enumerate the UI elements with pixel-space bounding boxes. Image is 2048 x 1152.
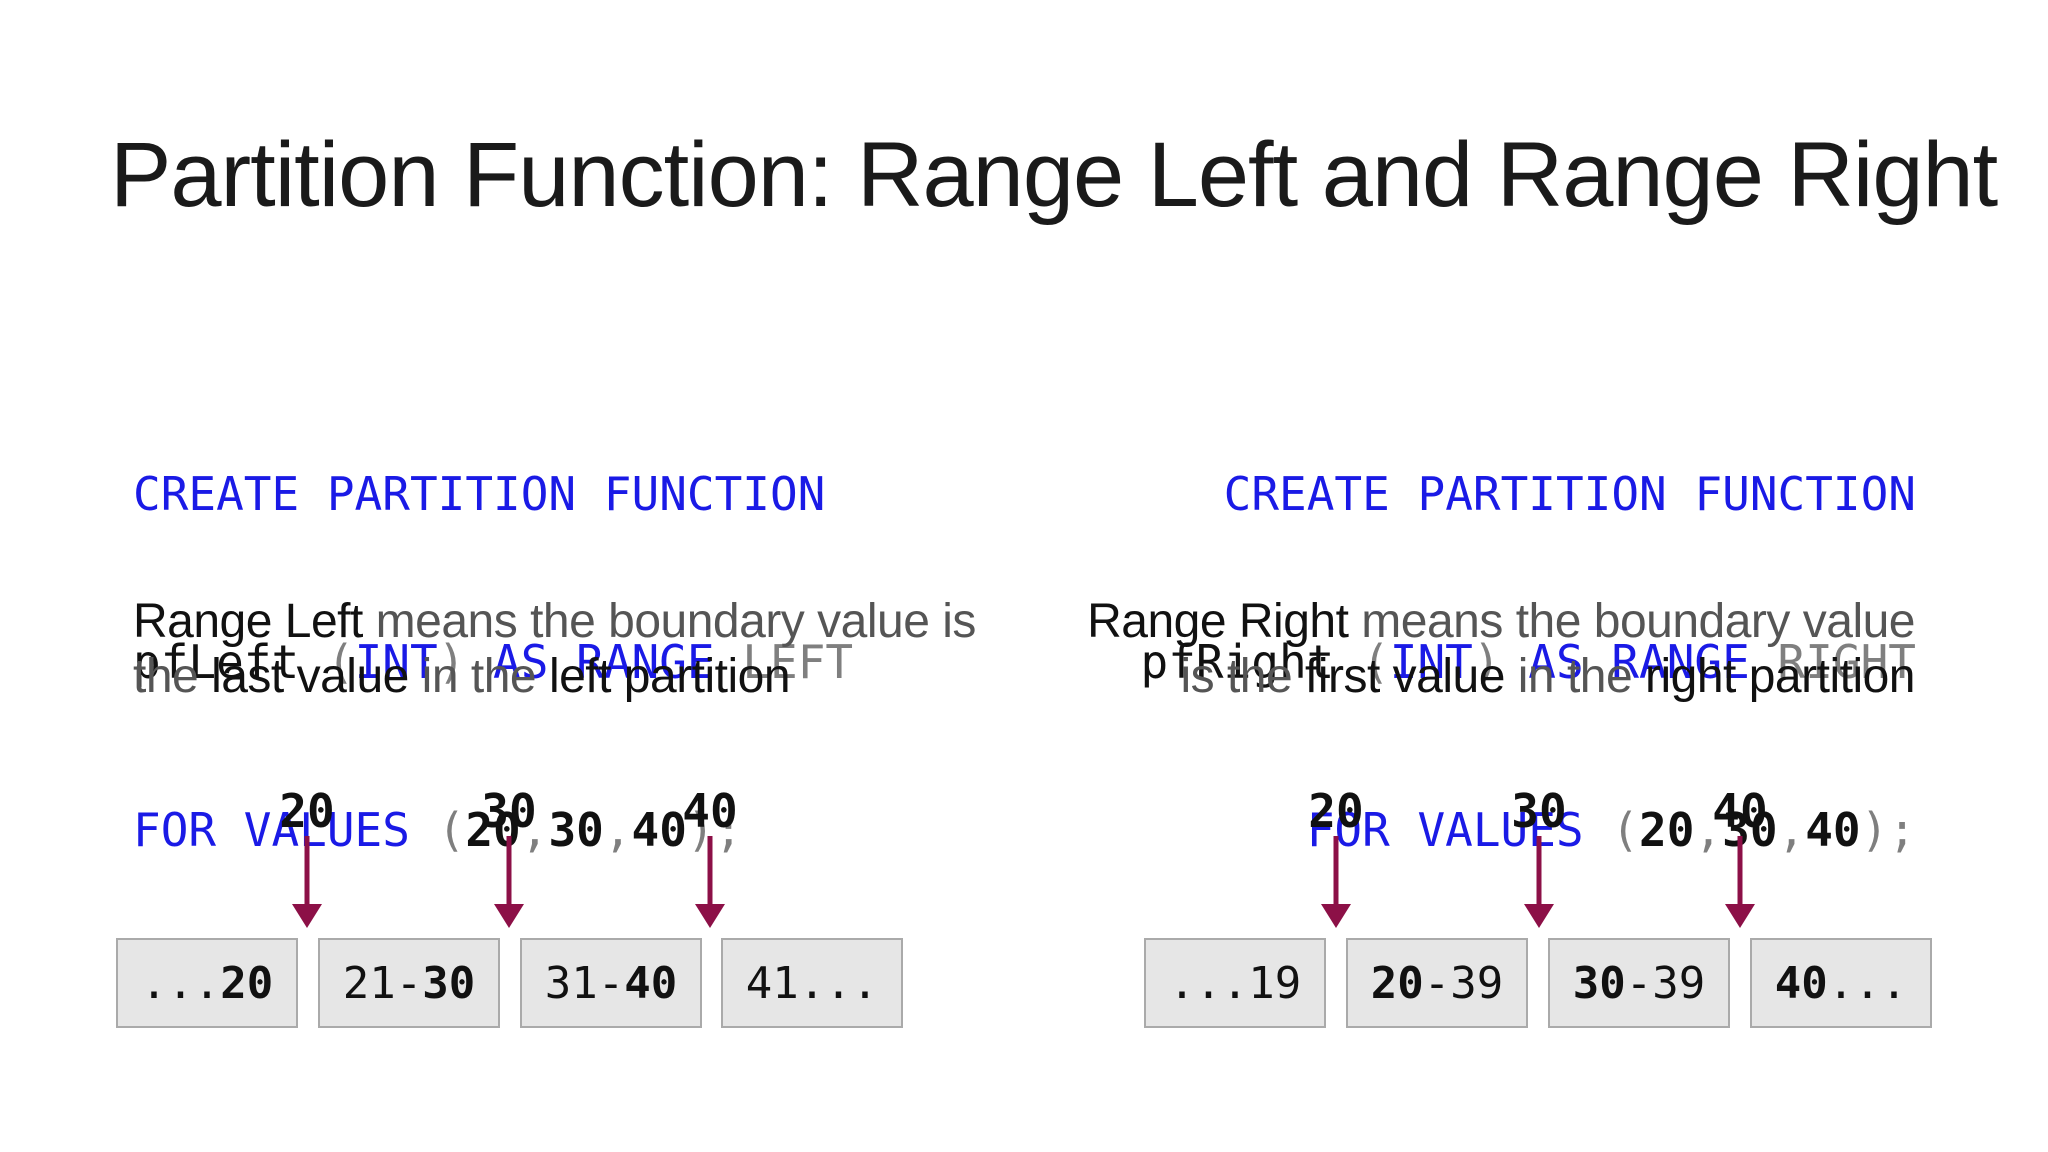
code-line-1: CREATE PARTITION FUNCTION [133, 466, 853, 522]
function-name: pfRight [1140, 635, 1335, 689]
partition-text: ... [140, 957, 221, 1009]
emphasis-text: first value [1305, 650, 1505, 703]
partition-boundary-text: 30 [1572, 957, 1626, 1009]
code-punct: ) [1472, 635, 1529, 689]
boundary-value: 40 [1805, 803, 1861, 857]
code-punct: ); [1860, 803, 1916, 857]
code-keyword: CREATE PARTITION FUNCTION [1223, 467, 1916, 521]
boundary-value: 20 [465, 803, 521, 857]
partition-boundary-text: 20 [220, 957, 274, 1009]
code-keyword: INT [354, 635, 438, 689]
description-range-right: Range Right means the boundary value is … [1087, 594, 1915, 704]
code-keyword: CREATE PARTITION FUNCTION [133, 467, 826, 521]
partition-boundary-text: 20 [1370, 957, 1424, 1009]
code-line-3: FOR VALUES (20,30,40); [133, 802, 853, 858]
code-keyword: AS RANGE [1528, 635, 1750, 689]
code-punct: ); [686, 803, 743, 857]
description-text: means the boundary value [1348, 595, 1915, 648]
partition-boundary-text: 40 [624, 957, 678, 1009]
emphasis-text: Range Right [1087, 595, 1349, 648]
range-direction: LEFT [742, 635, 854, 689]
description-text: is the [1180, 650, 1306, 703]
boundary-label: 30 [1511, 784, 1567, 838]
down-arrow-icon [695, 836, 725, 928]
slide-title: Partition Function: Range Left and Range… [110, 124, 1998, 226]
partition-text: ...19 [1168, 957, 1302, 1009]
code-keyword: FOR VALUES [1306, 803, 1584, 857]
partition-text: 41... [745, 957, 879, 1009]
partition-boundary-text: 30 [422, 957, 476, 1009]
boundary-label: 40 [1712, 784, 1768, 838]
partition-box: 21-30 [318, 938, 500, 1028]
down-arrow-icon [1524, 836, 1554, 928]
emphasis-text: right partition [1645, 650, 1915, 703]
description-text: in the [408, 650, 549, 703]
boundary-value: 30 [548, 803, 604, 857]
boundary-label: 40 [682, 784, 738, 838]
down-arrow-icon [494, 836, 524, 928]
function-name: pfLeft [133, 635, 300, 689]
code-punct: , [520, 803, 549, 857]
code-punct: , [603, 803, 632, 857]
code-punct: , [1694, 803, 1723, 857]
code-line-2: pfRight (INT) AS RANGE RIGHT [1141, 634, 1917, 690]
code-keyword: INT [1389, 635, 1473, 689]
down-arrow-icon [292, 836, 322, 928]
code-keyword: FOR VALUES [133, 803, 410, 857]
boundary-value: 30 [1722, 803, 1778, 857]
code-line-3: FOR VALUES (20,30,40); [1141, 802, 1916, 858]
partition-boundary-text: 40 [1774, 957, 1828, 1009]
boundary-label: 20 [1308, 784, 1364, 838]
partition-text: -39 [1423, 957, 1504, 1009]
down-arrow-icon [1725, 836, 1755, 928]
partition-box: 30-39 [1548, 938, 1730, 1028]
partition-box: ...19 [1144, 938, 1326, 1028]
partition-box: 41... [721, 938, 903, 1028]
code-punct: ) [437, 635, 494, 689]
boundary-value: 20 [1639, 803, 1695, 857]
code-punct: ( [299, 635, 355, 689]
emphasis-text: left partition [548, 650, 791, 703]
partition-box: 20-39 [1346, 938, 1528, 1028]
partition-text: 21- [342, 957, 423, 1009]
description-text: the [133, 650, 212, 703]
description-line-1: Range Left means the boundary value is [133, 594, 976, 649]
boundary-value: 40 [631, 803, 687, 857]
description-text: in the [1504, 650, 1646, 703]
partition-box: ...20 [116, 938, 298, 1028]
code-block-range-left: CREATE PARTITION FUNCTION pfLeft (INT) A… [133, 354, 853, 914]
partition-box: 40... [1750, 938, 1932, 1028]
range-direction: RIGHT [1777, 635, 1916, 689]
code-punct: ( [1583, 803, 1640, 857]
description-text: means the boundary value is [362, 595, 977, 648]
code-line-2: pfLeft (INT) AS RANGE LEFT [133, 634, 853, 690]
description-line-2: the last value in the left partition [133, 649, 976, 704]
down-arrow-icon [1321, 836, 1351, 928]
boundary-label: 20 [279, 784, 335, 838]
emphasis-text: Range Left [133, 595, 363, 648]
code-punct: ( [1334, 635, 1390, 689]
code-punct: , [1777, 803, 1806, 857]
code-block-range-right: CREATE PARTITION FUNCTION pfRight (INT) … [1141, 354, 1917, 914]
boundary-label: 30 [481, 784, 537, 838]
emphasis-text: last value [211, 650, 409, 703]
description-line-2: is the first value in the right partitio… [1087, 649, 1915, 704]
code-keyword: AS RANGE [493, 635, 715, 689]
description-line-1: Range Right means the boundary value [1087, 594, 1915, 649]
description-range-left: Range Left means the boundary value is t… [133, 594, 976, 704]
code-punct: ( [409, 803, 466, 857]
code-line-1: CREATE PARTITION FUNCTION [1141, 466, 1916, 522]
partition-text: ... [1827, 957, 1908, 1009]
partition-box: 31-40 [520, 938, 702, 1028]
partition-text: 31- [544, 957, 625, 1009]
partition-text: -39 [1625, 957, 1706, 1009]
